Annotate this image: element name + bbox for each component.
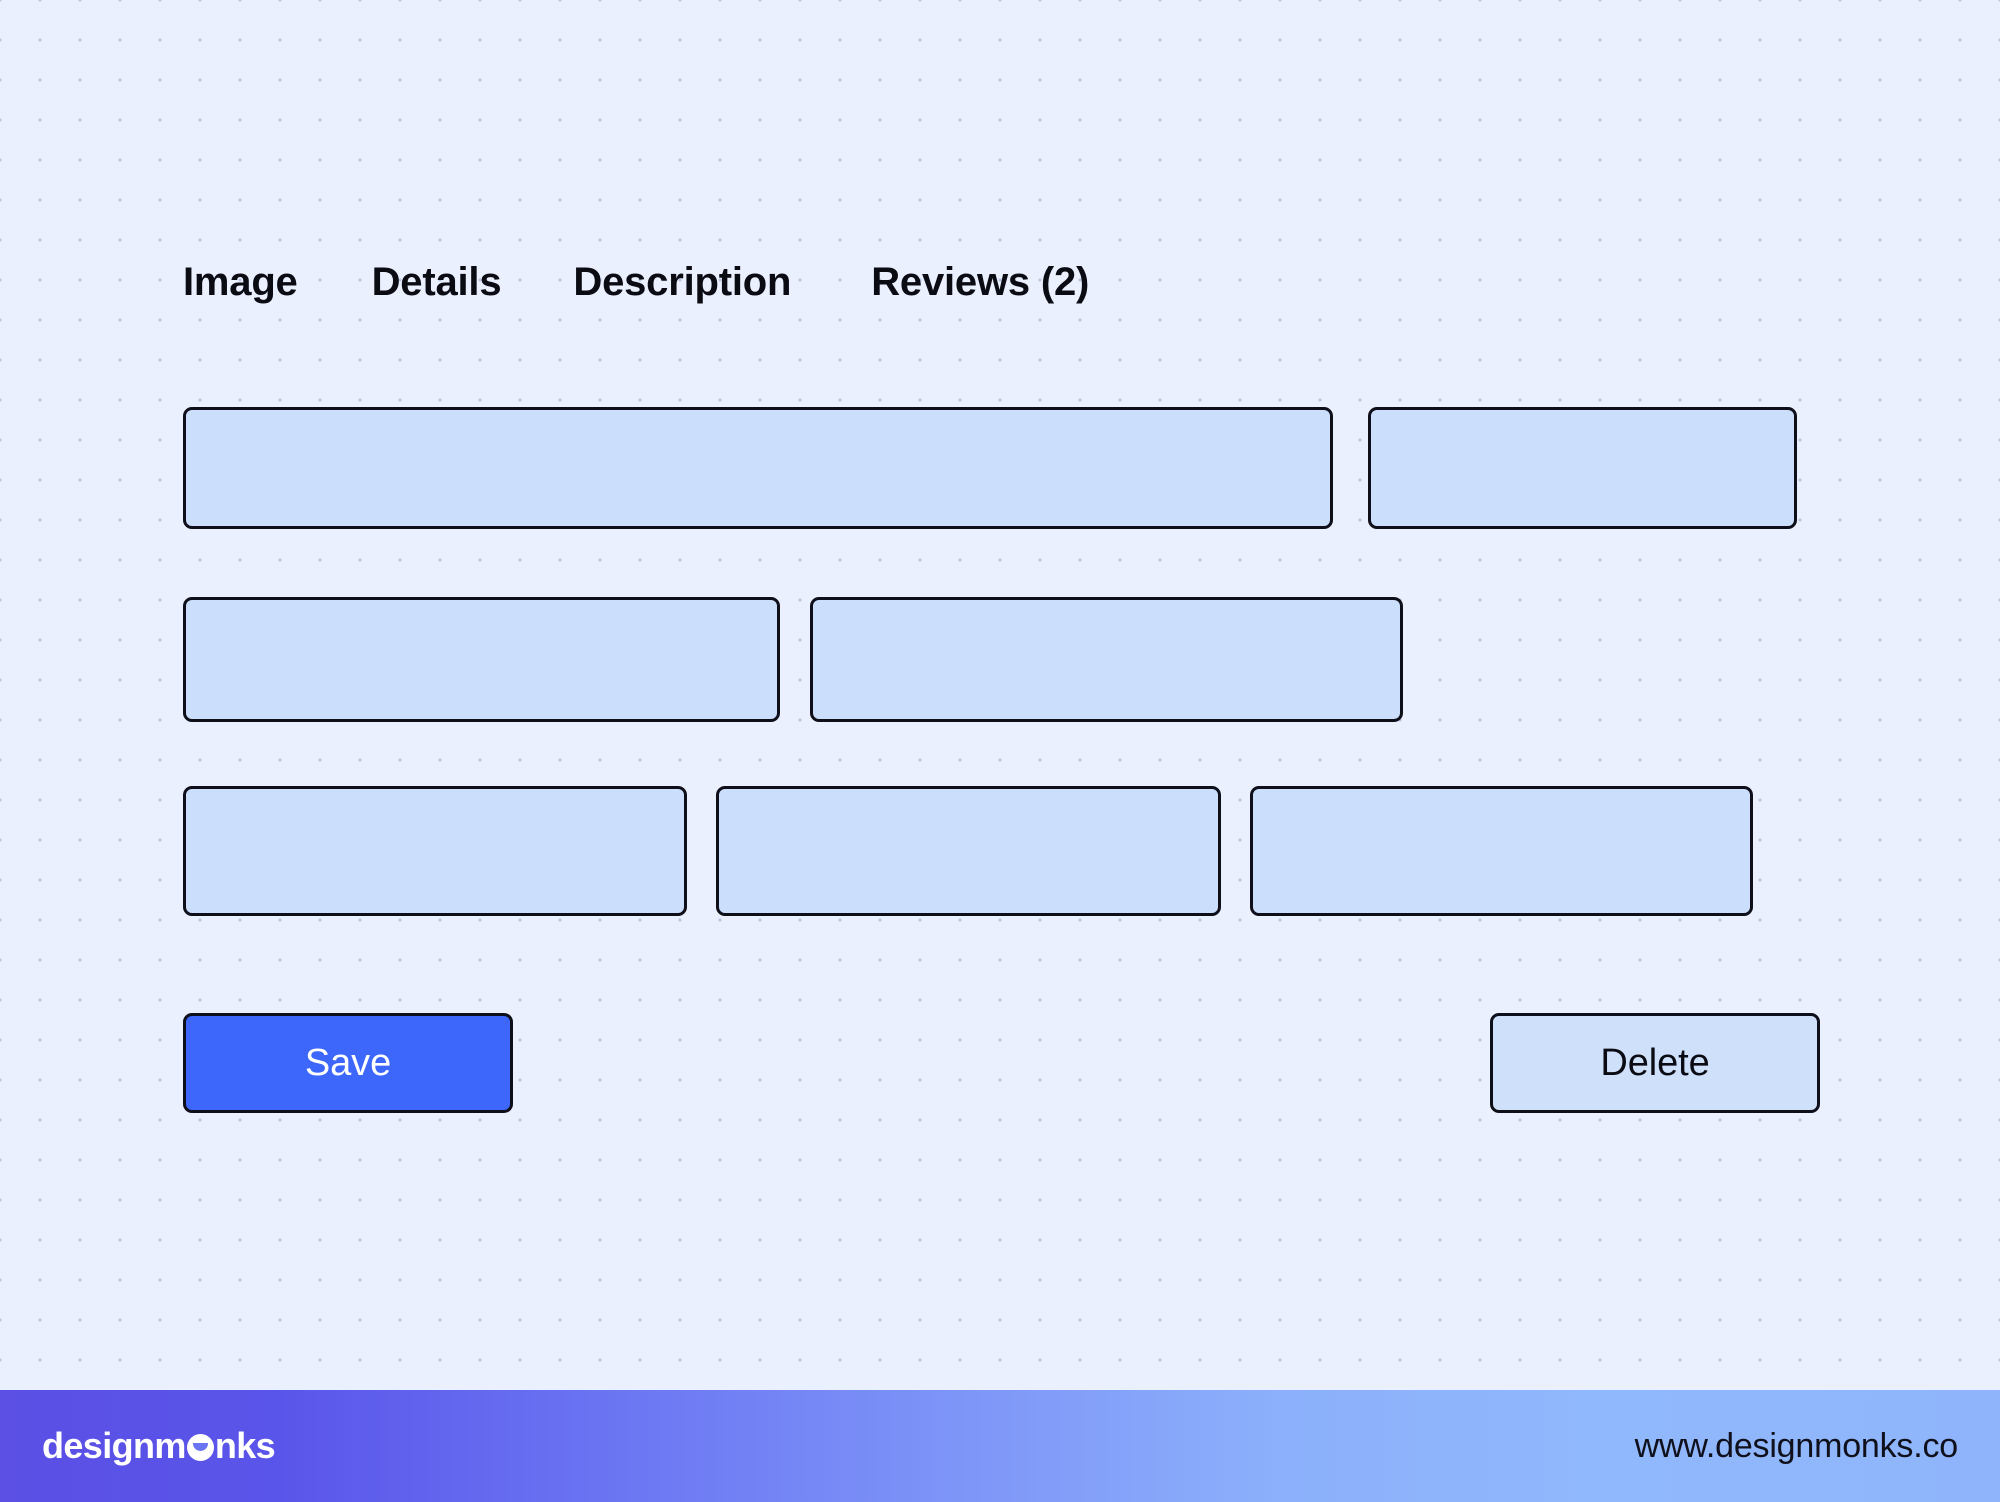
placeholder-block-7[interactable] (1250, 786, 1753, 916)
brand-text-start: designm (42, 1425, 186, 1466)
placeholder-block-1[interactable] (183, 407, 1333, 529)
designmonks-logo: designm nks (42, 1425, 276, 1466)
monk-face-icon (186, 1433, 214, 1461)
placeholder-block-6[interactable] (716, 786, 1221, 916)
tab-description[interactable]: Description (573, 260, 792, 304)
tab-details[interactable]: Details (371, 260, 502, 304)
footer-bar: designm nks www.designmonks.co (0, 1390, 2000, 1502)
delete-button[interactable]: Delete (1490, 1013, 1820, 1113)
brand-text-end: nks (214, 1425, 276, 1466)
placeholder-block-4[interactable] (810, 597, 1403, 722)
placeholder-block-3[interactable] (183, 597, 780, 722)
tab-reviews[interactable]: Reviews (2) (871, 260, 1090, 304)
placeholder-block-5[interactable] (183, 786, 687, 916)
save-button[interactable]: Save (183, 1013, 513, 1113)
tab-bar: Image Details Description Reviews (2) (183, 262, 1089, 302)
placeholder-block-2[interactable] (1368, 407, 1797, 529)
tab-image[interactable]: Image (183, 260, 298, 304)
footer-website-url: www.designmonks.co (1634, 1427, 1959, 1465)
